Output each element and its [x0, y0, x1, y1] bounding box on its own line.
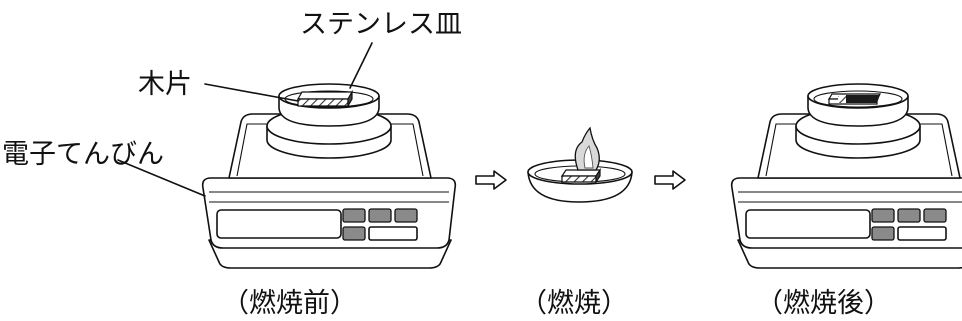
- charred-wood-chip: [827, 93, 882, 105]
- right-arrow-icon: [654, 170, 686, 190]
- balance-before: [201, 83, 457, 269]
- caption-before: （燃焼前）: [222, 288, 357, 319]
- balance-after: [730, 83, 962, 269]
- flame-icon: [574, 126, 600, 171]
- leader-wood-chip: [204, 83, 299, 102]
- leader-stainless-dish: [349, 42, 373, 89]
- label-stainless-dish: ステンレス皿: [300, 9, 462, 40]
- caption-during: （燃焼）: [520, 288, 628, 319]
- right-arrow-icon: [475, 170, 507, 190]
- label-electronic-balance: 電子てんびん: [2, 139, 164, 170]
- leader-electronic-balance: [117, 159, 206, 197]
- burning-dish: [527, 126, 633, 203]
- label-wood-chip: 木片: [138, 69, 192, 100]
- caption-after: （燃焼後）: [756, 288, 891, 319]
- wood-chip-before: [296, 89, 354, 109]
